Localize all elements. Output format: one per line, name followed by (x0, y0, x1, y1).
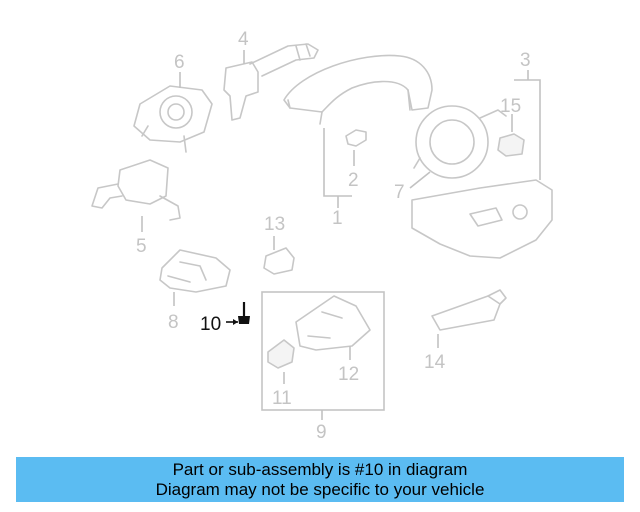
part-14-lock-actuator (431, 289, 507, 348)
callout-3: 3 (520, 50, 531, 71)
callout-15: 15 (500, 96, 521, 117)
callout-11: 11 (272, 388, 292, 409)
part-column-cover-lower (411, 179, 553, 259)
callout-2: 2 (348, 170, 359, 191)
part-13-sensor (263, 236, 295, 275)
callout-1: 1 (332, 208, 343, 229)
banner-line-1: Part or sub-assembly is #10 in diagram (172, 460, 468, 479)
part-column-cover-upper (283, 54, 433, 125)
info-banner: Part or sub-assembly is #10 in diagram D… (16, 457, 624, 502)
callout-10: 10 (200, 314, 221, 335)
callout-4: 4 (238, 29, 249, 50)
callout-7: 7 (394, 182, 405, 203)
callout-6: 6 (174, 52, 185, 73)
callout-13: 13 (264, 214, 285, 235)
part-5-headlamp-switch (91, 159, 181, 232)
callout-8: 8 (168, 312, 179, 333)
parts-diagram: 4 6 2 1 7 15 3 (91, 29, 553, 443)
part-15-connector (497, 114, 525, 157)
part-9-lock-housing-box (261, 291, 385, 420)
banner-line-2: Diagram may not be specific to your vehi… (155, 480, 485, 499)
part-7-clock-spring (409, 105, 507, 189)
callout-12: 12 (338, 364, 359, 385)
part-4-wiper-switch (223, 43, 319, 121)
callout-14: 14 (424, 352, 446, 373)
callout-5: 5 (136, 236, 147, 257)
callout-1-bracket (323, 128, 352, 208)
callout-3-bracket (514, 70, 541, 180)
part-2-clip (345, 129, 367, 166)
part-8-switch-module (159, 249, 231, 306)
callout-9: 9 (316, 422, 327, 443)
part-6-multifunction-switch (133, 72, 213, 153)
part-10-bolt (226, 302, 250, 325)
